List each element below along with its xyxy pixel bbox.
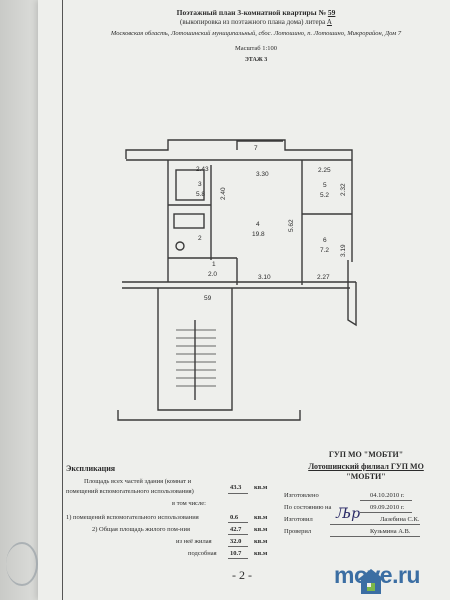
dim-562: 5.62 [288,219,295,232]
landing [117,410,301,421]
dim-59: 59 [204,295,212,302]
house-logo-icon [357,569,385,594]
balcony-wall [236,140,283,150]
plan-title: Поэтажный план 3-комнатной квартиры № 59 [176,8,336,17]
dim-225: 2.25 [318,167,331,174]
stamp-mark [6,542,38,586]
common-unit: кв.м [254,526,268,533]
room-1-area: 2.0 [208,271,217,278]
room-7-no: 7 [254,145,258,152]
underline [330,524,420,525]
dim-240: 2.40 [220,187,227,200]
made-date: 04.10.2010 г. [370,492,405,499]
room-1-no: 1 [212,261,216,268]
scale: Масштаб 1:100 [234,45,278,52]
common-label: 2) Общая площадь жилого пом-ния [92,526,190,533]
dim-243: 2.43 [196,166,209,173]
staircase-outline [157,288,233,411]
room-3-area: 5.8 [196,191,205,198]
underline [228,522,248,523]
underline [228,493,248,494]
total-label-1: Площадь всех частей здания (комнат и [84,478,192,485]
living-unit: кв.м [254,538,268,545]
org-branch: Лотошинский филиал ГУП МО [308,462,424,471]
maker-label: Изготовил [284,516,313,523]
explication-title: Экспликация [66,464,116,473]
made-label: Изготовлено [284,492,319,499]
utility-value: 10.7 [230,550,242,557]
dim-330: 3.30 [256,171,269,178]
room-5-no: 5 [323,182,327,189]
utility-unit: кв.м [254,550,268,557]
checker-label: Проверил [284,528,312,535]
room-5-area: 5.2 [320,192,329,199]
dim-227: 2.27 [317,274,330,281]
room-2-no: 2 [198,235,202,242]
total-unit: кв.м [254,484,268,491]
binding-strip [0,0,38,600]
underline [360,500,412,501]
underline [360,512,412,513]
toilet [175,241,185,251]
aux-value: 0.6 [230,514,239,521]
org-short: "МОБТИ" [346,472,386,481]
living-label: из неё жилая [176,538,212,545]
dim-232: 2.32 [340,183,347,196]
living-value: 32.0 [230,538,242,545]
room-6-area: 7.2 [320,247,329,254]
total-label-2: помещений вспомогательного использования… [66,488,194,495]
underline [228,534,248,535]
sink [175,169,205,201]
org-name: ГУП МО "МОБТИ" [328,450,404,459]
page-number: - 2 - [232,568,252,582]
underline [228,546,248,547]
room-6-no: 6 [323,237,327,244]
room-4-area: 19.8 [252,231,265,238]
watermark-text: move.ru [334,562,420,588]
total-value: 43.3 [230,484,242,491]
aux-unit: кв.м [254,514,268,521]
underline [228,558,248,559]
plan-subtitle: (выкопировка из поэтажного плана дома) л… [180,18,332,26]
page-frame [62,0,450,600]
signature: Љр [336,506,361,522]
utility-label: подсобная [188,550,217,557]
state-date: 09.09.2010 г. [370,504,405,511]
dim-319: 3.19 [340,244,347,257]
dim-310: 3.10 [258,274,271,281]
maker-name: Лазебина С.К. [380,516,420,523]
right-tab [347,260,357,327]
room-3-no: 3 [198,181,202,188]
aux-label: 1) помещений вспомогательного использова… [66,514,199,521]
floor-label: ЭТАЖ 3 [244,57,268,63]
incl-label: в том числе: [172,500,206,507]
address: Московская область, Лотошинский муниципа… [110,30,402,37]
room-4-no: 4 [256,221,260,228]
common-value: 42.7 [230,526,242,533]
state-label: По состоянию на [284,504,332,511]
checker-name: Кузьмина А.В. [370,528,411,535]
outer-wall [125,139,353,262]
underline [330,536,420,537]
bath [173,213,205,229]
